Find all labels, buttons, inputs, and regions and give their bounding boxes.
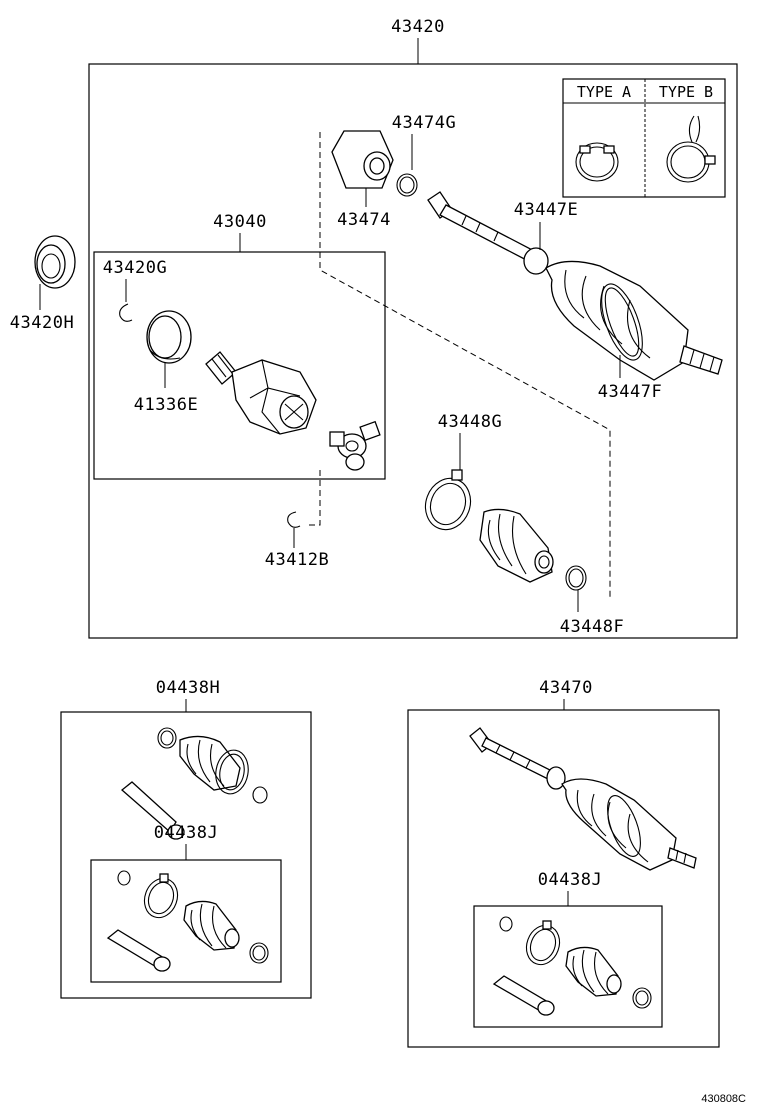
type-a-clamp-icon <box>575 142 619 182</box>
seal-43420h-part[interactable] <box>34 235 76 289</box>
inner-right-large-clamp[interactable] <box>521 920 565 970</box>
type-b-label: TYPE B <box>659 83 713 101</box>
label-43447f[interactable]: 43447F <box>598 382 662 402</box>
type-b-clamp-icon <box>666 115 716 183</box>
diagram-code: 430808C <box>701 1093 746 1105</box>
inner-right-grease-tube[interactable] <box>492 975 555 1016</box>
inner-boot-part[interactable] <box>479 508 554 583</box>
inner-joint-frame <box>93 251 386 480</box>
inner-left-boot[interactable] <box>183 900 240 951</box>
label-43420g[interactable]: 43420G <box>103 258 167 278</box>
label-43474[interactable]: 43474 <box>337 210 391 230</box>
boot-clamp-g-part[interactable] <box>418 469 477 536</box>
boot-kit-inner-left-frame <box>90 859 282 983</box>
shaft-assembly-frame <box>407 709 720 1048</box>
guide-dash-snap <box>305 470 321 526</box>
inner-right-boot[interactable] <box>565 946 622 997</box>
label-04438j-left[interactable]: 04438J <box>154 823 218 843</box>
outer-kit-large-clamp[interactable] <box>212 748 251 797</box>
damper-clamp-part[interactable] <box>396 173 418 197</box>
outer-kit-boot[interactable] <box>179 735 241 791</box>
inner-left-grease-tube[interactable] <box>106 929 171 972</box>
dynamic-damper-part[interactable] <box>331 130 394 189</box>
outer-kit-snap-ring[interactable] <box>252 786 268 804</box>
label-43420[interactable]: 43420 <box>391 17 445 37</box>
label-43420h[interactable]: 43420H <box>10 313 74 333</box>
shaft-assembly-part[interactable] <box>469 727 697 871</box>
snap-ring-g-part[interactable] <box>119 303 133 322</box>
label-04438j-right[interactable]: 04438J <box>538 870 602 890</box>
guide-dash-main <box>319 132 611 600</box>
boot-clamp-48f-part[interactable] <box>565 565 587 591</box>
inner-left-snap-ring[interactable] <box>117 870 131 886</box>
outer-kit-grease-tube[interactable] <box>120 781 185 840</box>
ring-41336e-part[interactable] <box>146 310 192 364</box>
outer-kit-small-clamp[interactable] <box>157 727 177 749</box>
label-43470[interactable]: 43470 <box>539 678 593 698</box>
label-43447e[interactable]: 43447E <box>514 200 578 220</box>
clamp-type-table: TYPE A TYPE B <box>562 78 726 198</box>
type-a-label: TYPE A <box>577 83 631 101</box>
label-43474g[interactable]: 43474G <box>392 113 456 133</box>
label-43040[interactable]: 43040 <box>213 212 267 232</box>
tripod-spider-part[interactable] <box>329 420 381 471</box>
main-assembly-frame <box>88 63 738 639</box>
label-43448g[interactable]: 43448G <box>438 412 502 432</box>
label-43412b[interactable]: 43412B <box>265 550 329 570</box>
drive-shaft-outer-part[interactable] <box>427 191 723 381</box>
inner-left-small-clamp[interactable] <box>249 942 269 964</box>
label-04438h[interactable]: 04438H <box>156 678 220 698</box>
inner-joint-housing-part[interactable] <box>205 351 317 435</box>
label-43448f[interactable]: 43448F <box>560 617 624 637</box>
boot-kit-outer-frame <box>60 711 312 999</box>
label-41336e[interactable]: 41336E <box>134 395 198 415</box>
inner-right-snap-ring[interactable] <box>499 916 513 932</box>
inner-left-large-clamp[interactable] <box>139 873 183 923</box>
boot-kit-inner-right-frame <box>473 905 663 1028</box>
inner-right-small-clamp[interactable] <box>632 987 652 1009</box>
snap-ring-b-part[interactable] <box>287 511 301 528</box>
